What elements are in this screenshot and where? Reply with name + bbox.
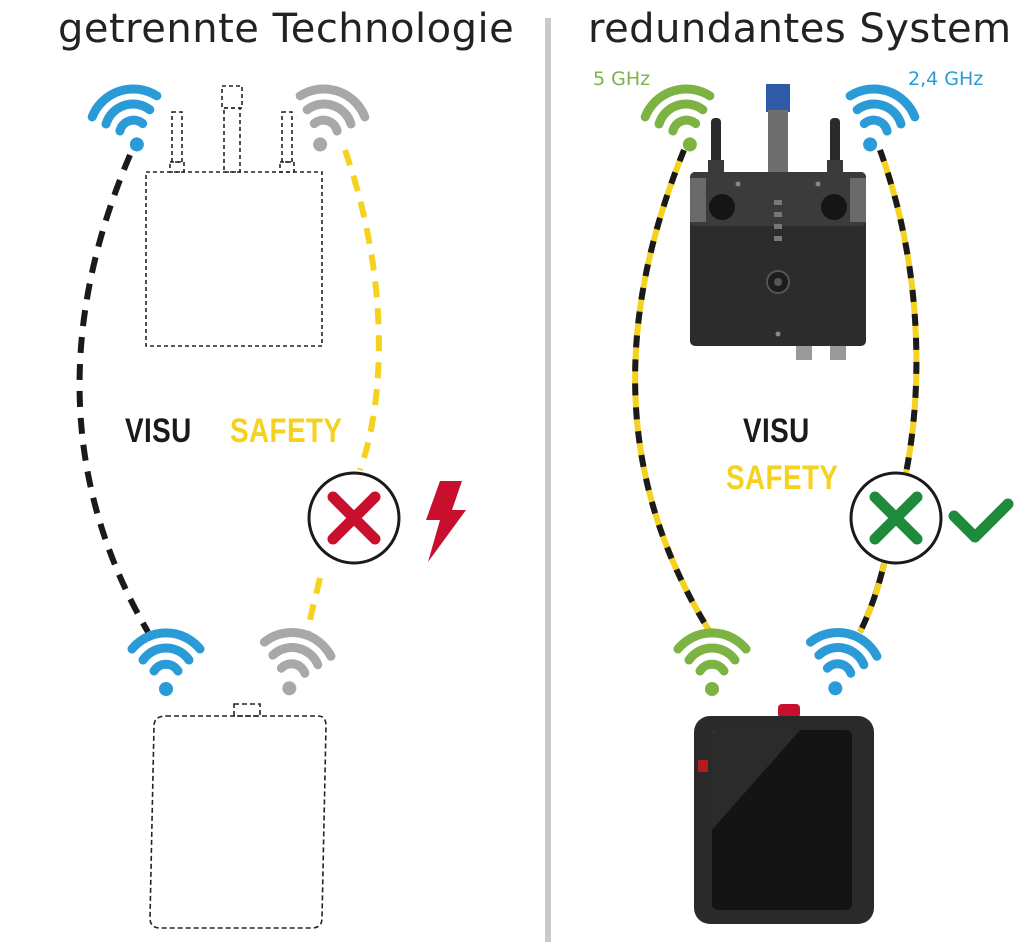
wifi-icon (801, 626, 881, 701)
left-panel-title: getrennte Technologie (58, 6, 515, 52)
handheld-outline (149, 703, 327, 929)
lightning-icon (426, 481, 466, 562)
cross-icon (307, 471, 401, 565)
visu-label-right: VISU (743, 412, 810, 450)
visu-link-left (76, 153, 151, 634)
wifi-icon (836, 81, 920, 162)
cross-icon (849, 471, 943, 565)
wifi-icon (286, 81, 370, 162)
visu-label-left: VISU (125, 412, 192, 450)
panel-divider (545, 18, 551, 942)
safety-link-left-lower (305, 577, 323, 635)
router-device (690, 84, 866, 360)
handheld-device (694, 704, 874, 924)
wifi-icon (132, 633, 200, 696)
band-label-5ghz: 5 GHz (593, 68, 651, 90)
safety-link-left (342, 149, 382, 472)
band-label-24ghz: 2,4 GHz (908, 68, 984, 90)
wifi-icon (255, 626, 335, 701)
router-outline (145, 85, 323, 347)
safety-label-right: SAFETY (726, 459, 839, 497)
checkmark-icon (948, 498, 1014, 543)
safety-label-left: SAFETY (230, 412, 343, 450)
right-panel-title: redundantes System (588, 6, 1012, 52)
wifi-icon (678, 633, 746, 696)
wifi-icon (87, 81, 171, 162)
